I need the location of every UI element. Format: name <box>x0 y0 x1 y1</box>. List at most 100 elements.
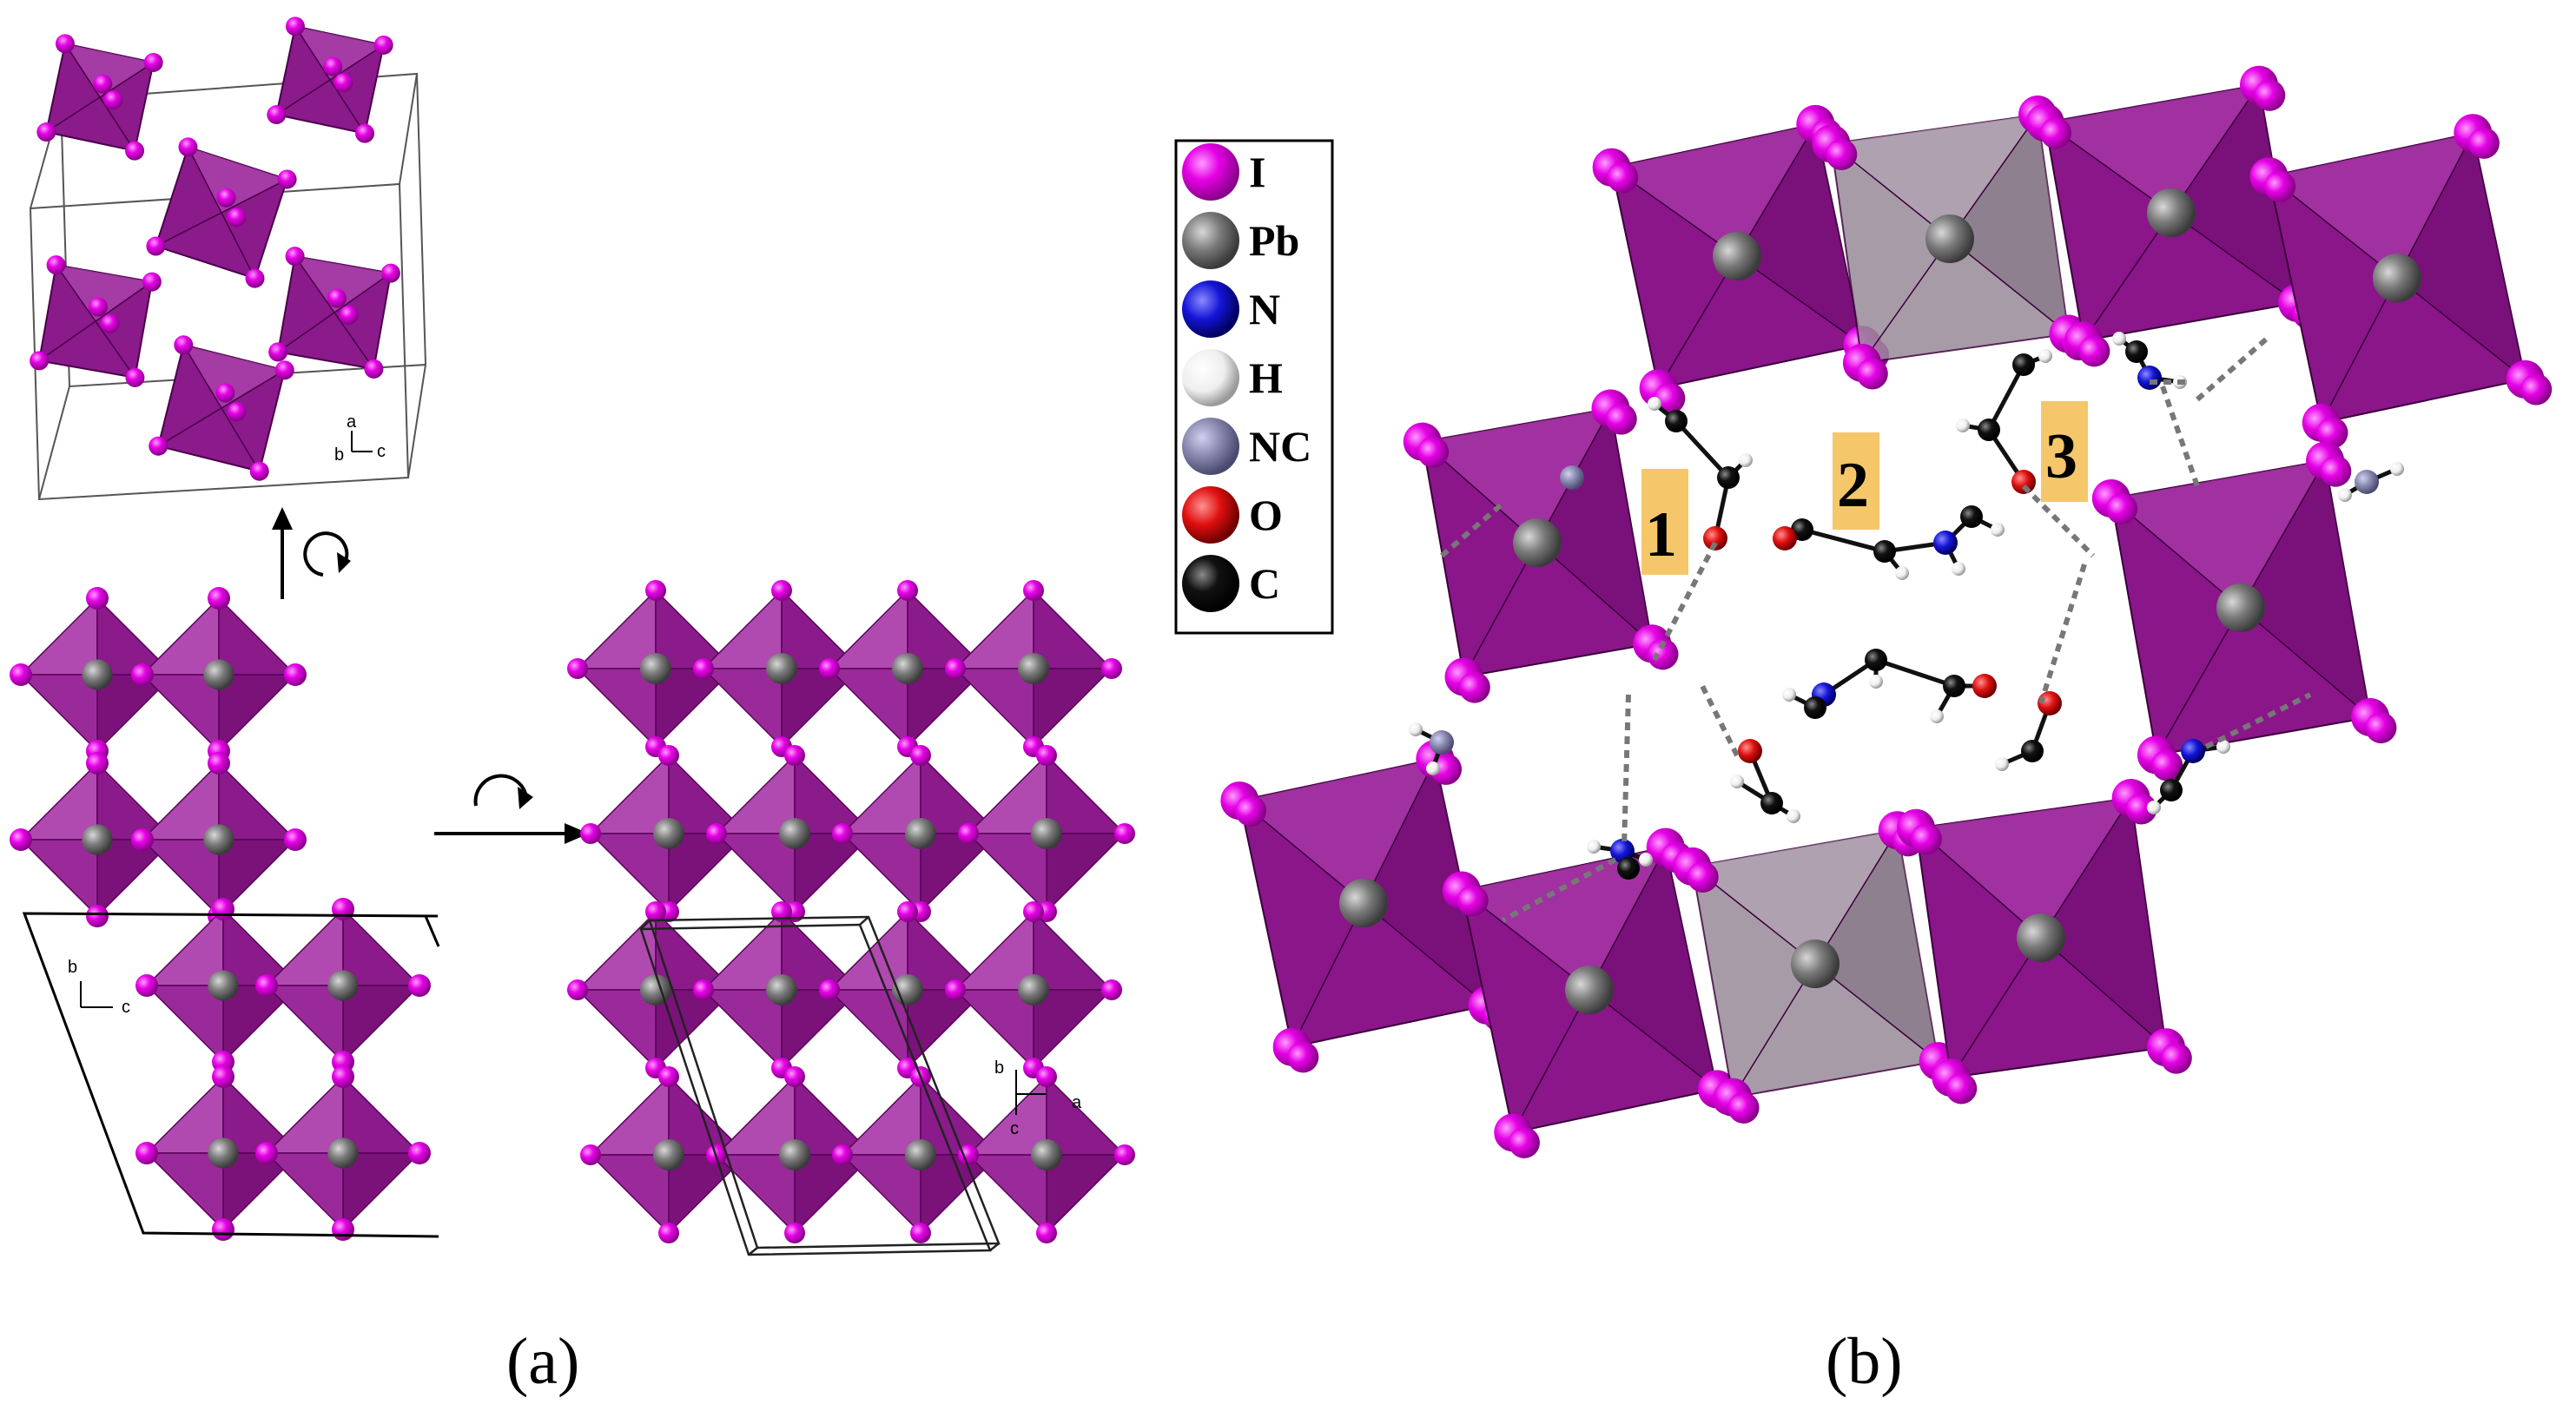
iodine-atom <box>2160 1042 2192 1074</box>
hydrogen-bond <box>1501 857 1617 923</box>
legend-swatch-h <box>1182 349 1239 406</box>
octahedron <box>2249 114 2553 449</box>
hydrogen-atom <box>1956 419 1970 432</box>
iodine-atom <box>771 901 792 922</box>
carbon-atom <box>2012 353 2035 376</box>
iodine-atom <box>2254 79 2286 111</box>
lead-atom <box>1513 518 1562 567</box>
legend-swatch-i <box>1182 143 1239 201</box>
iodine-atom <box>146 236 166 256</box>
octahedron <box>1897 779 2192 1104</box>
hydrogen-atom <box>1426 762 1440 775</box>
iodine-atom <box>1508 1126 1540 1158</box>
octahedron <box>580 1066 757 1243</box>
lead-atom <box>1791 940 1840 988</box>
lead-atom <box>203 824 234 855</box>
lead-atom <box>203 659 234 690</box>
iodine-atom <box>212 1065 234 1088</box>
iodine-atom <box>1101 658 1122 679</box>
hydrogen-atom <box>2112 332 2126 346</box>
iodine-atom <box>1458 671 1490 703</box>
legend-label-nc: NC <box>1249 422 1311 471</box>
octahedron <box>135 1065 311 1241</box>
iodine-atom <box>2040 117 2072 149</box>
hydrogen-atom <box>2216 740 2230 754</box>
iodine-atom <box>332 1065 354 1088</box>
iodine-atom <box>819 979 840 1000</box>
legend-label-i: I <box>1249 148 1265 196</box>
octahedron <box>958 745 1135 922</box>
iodine-atom <box>567 979 588 1000</box>
iodine-atom <box>706 823 727 844</box>
legend-swatch-c <box>1182 555 1239 612</box>
lead-atom <box>905 1139 936 1170</box>
lead-atom <box>1018 653 1049 684</box>
carbon-atom <box>1943 675 1965 697</box>
nc-atom <box>2355 470 2379 494</box>
iodine-atom <box>832 823 853 844</box>
hydrogen-bond <box>2196 336 2269 402</box>
iodine-atom <box>135 974 158 997</box>
hydrogen-bond <box>2204 692 2312 749</box>
hydrogen-atom <box>2147 801 2161 814</box>
iodine-atom <box>125 141 145 161</box>
bond <box>1875 657 1955 689</box>
lead-atom <box>2373 254 2421 302</box>
axis-indicator-left <box>80 981 113 1008</box>
oxygen-atom <box>1703 526 1727 551</box>
octahedron <box>1592 104 1890 414</box>
rotation-arrow-right <box>434 774 589 844</box>
iodine-atom <box>910 745 931 766</box>
iodine-atom <box>86 587 109 610</box>
iodine-atom <box>897 580 918 601</box>
iodine-atom <box>580 1144 601 1165</box>
iodine-atom <box>408 1142 431 1164</box>
cell-edge <box>399 73 418 185</box>
iodine-atom <box>1607 162 1639 194</box>
axis-label-top-vertical: a <box>347 412 357 432</box>
hydrogen-atom <box>1991 523 2005 537</box>
panel-a-top-structure: a b c <box>29 16 427 501</box>
octahedron <box>255 1065 431 1241</box>
legend-swatch-nc <box>1182 418 1239 475</box>
lead-atom <box>1925 214 1974 263</box>
lead-atom <box>1713 232 1761 280</box>
cell-edge <box>38 386 70 500</box>
octahedron <box>693 580 870 757</box>
iodine-atom <box>1910 823 1942 855</box>
lead-atom <box>2147 188 2196 237</box>
iodine-atom <box>267 105 287 125</box>
iodine-atom <box>364 359 384 379</box>
unit-cell-right <box>639 915 1001 1256</box>
iodine-atom <box>268 342 288 362</box>
axis-label-top-horizontal: c <box>377 442 386 461</box>
octahedron <box>958 1066 1135 1243</box>
iodine-atom <box>216 188 236 208</box>
octahedron <box>2091 441 2397 781</box>
iodine-atom <box>2316 417 2348 449</box>
octahedron <box>135 898 311 1073</box>
iodine-atom <box>277 169 297 189</box>
octahedron <box>832 1066 1009 1243</box>
hydrogen-atom <box>2390 462 2404 476</box>
iodine-atom <box>2320 455 2352 487</box>
hydrogen-atom <box>1409 722 1423 736</box>
iodine-atom <box>1287 1041 1319 1073</box>
iodine-atom <box>373 35 393 55</box>
lead-atom <box>82 659 113 690</box>
iodine-atom <box>178 137 198 157</box>
iodine-atom <box>1023 901 1044 922</box>
octahedron-gray <box>1673 811 1965 1124</box>
panel-b-structure <box>1220 65 2553 1158</box>
iodine-atom <box>131 828 154 851</box>
molecule-tag-2: 2 <box>1833 432 1879 530</box>
iodine-atom <box>174 335 194 355</box>
oxygen-atom <box>1773 526 1797 551</box>
iodine-atom <box>1856 358 1888 390</box>
hydrogen-atom <box>1639 853 1653 867</box>
carbon-atom <box>1804 696 1826 719</box>
iodine-atom <box>10 663 32 686</box>
iodine-atom <box>1654 382 1686 414</box>
iodine-atom <box>100 313 120 333</box>
